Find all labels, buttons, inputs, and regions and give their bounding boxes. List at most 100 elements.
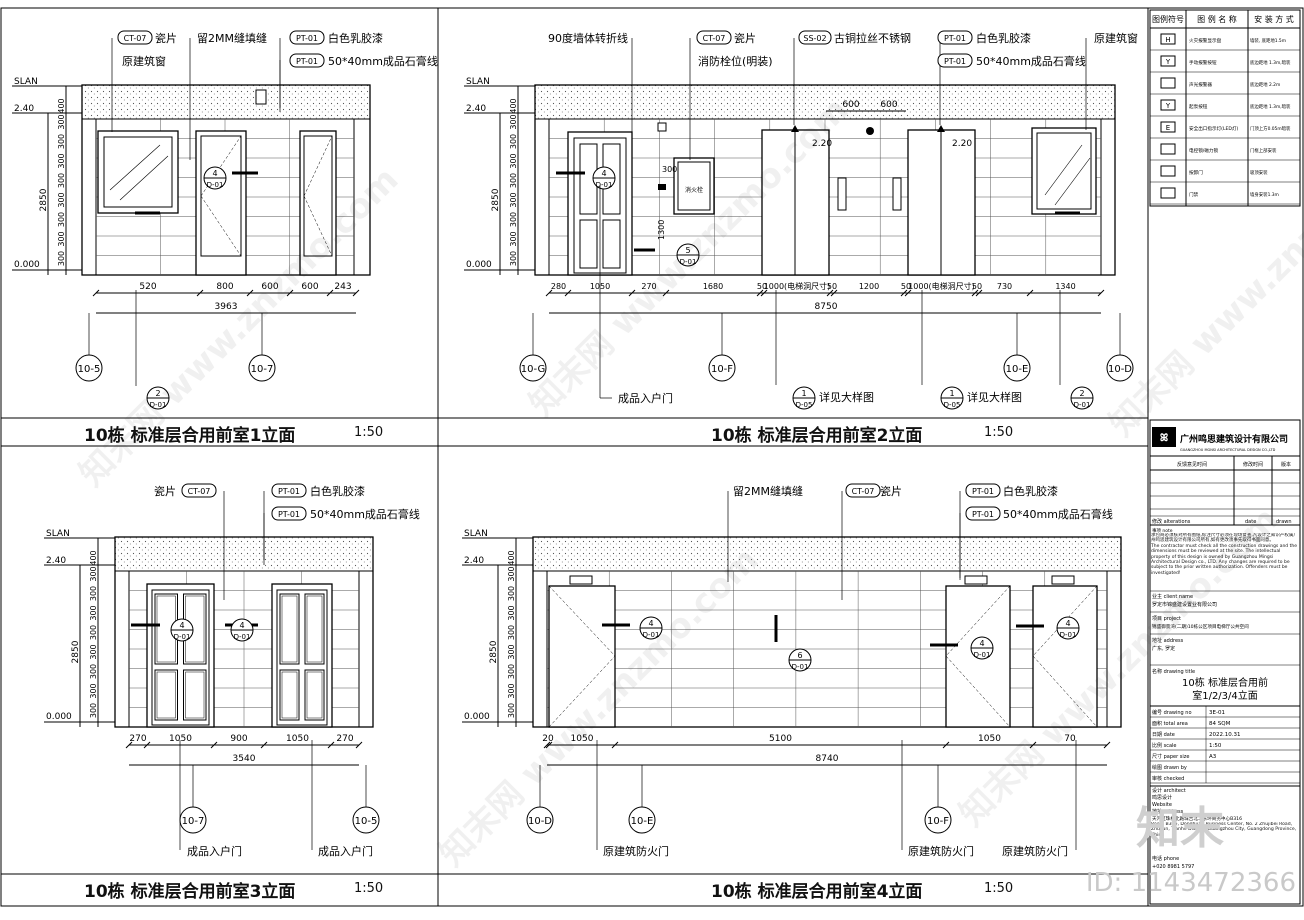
legend-row: 按卸门吸顶安装 (1150, 165, 1300, 183)
svg-text:项目 project: 项目 project (1152, 616, 1181, 622)
elevation-4: 4 D-01 6 D-01 4 D-01 4 D-01 留2MM缝填缝 (462, 483, 1122, 858)
svg-text:4: 4 (179, 621, 184, 630)
svg-text:天河区珠村北路珠吉北二东环商务中心B316: 天河区珠村北路珠吉北二东环商务中心B316 (1152, 815, 1242, 822)
material-tag: SS-02 古铜拉丝不锈钢 (798, 30, 911, 45)
svg-text:图 例 名 称: 图 例 名 称 (1197, 14, 1237, 24)
door-panel (299, 130, 337, 276)
section-symbol: 4 D-01 (230, 618, 254, 642)
note-cn: 承包商必须核对所有图纸,标注尺寸必须在现场复查,凡设计之知识产权属广州鸣思建筑设… (1151, 533, 1298, 544)
tile-dimension: 300 (507, 644, 516, 659)
svg-text:GUANGZHOU MGNSI ARCHITECTURAL: GUANGZHOU MGNSI ARCHITECTURAL DESIGN CO.… (1180, 448, 1276, 452)
tile-dimension: 300 (507, 703, 516, 718)
svg-text:广东, 罗定: 广东, 罗定 (1152, 645, 1175, 652)
tile-dimension: 300 (89, 566, 98, 581)
dimension-text: 5100 (769, 734, 792, 744)
note: 原建筑窗 (1094, 31, 1138, 45)
note: 成品入户门 (187, 844, 242, 858)
tile-dimension: 300 (507, 566, 516, 581)
elevation-2: 消火栓 2.20 2.20 4 D-01 5 D-01 (464, 30, 1138, 410)
svg-text:瓷片: 瓷片 (155, 31, 177, 45)
svg-text:drawn: drawn (1276, 519, 1292, 525)
svg-text:5: 5 (685, 246, 690, 255)
svg-text:PT-01: PT-01 (278, 487, 300, 496)
svg-text:Website: Website (1152, 802, 1172, 808)
svg-text:安 装 方 式: 安 装 方 式 (1254, 14, 1294, 24)
svg-text:门框上部安装: 门框上部安装 (1250, 147, 1277, 154)
dimension-text: 730 (997, 282, 1012, 291)
svg-text:CT-07: CT-07 (188, 487, 211, 496)
fire-door (548, 575, 630, 728)
svg-text:事项 note: 事项 note (1152, 527, 1173, 534)
svg-text:2022.10.31: 2022.10.31 (1209, 732, 1241, 738)
svg-text:D-01: D-01 (792, 663, 809, 671)
svg-text:电控锁/磁力锁: 电控锁/磁力锁 (1189, 147, 1219, 154)
watermark-logo: 知末 (1136, 803, 1224, 854)
svg-text:D-01: D-01 (234, 633, 251, 641)
svg-text:设计 architect: 设计 architect (1152, 787, 1186, 794)
svg-text:CT-07: CT-07 (852, 487, 875, 496)
svg-text:瓷片: 瓷片 (880, 484, 902, 498)
svg-text:古铜拉丝不锈钢: 古铜拉丝不锈钢 (834, 31, 911, 45)
svg-text:锦盛御景湾(二期)10栋公区项目电梯厅公共空间: 锦盛御景湾(二期)10栋公区项目电梯厅公共空间 (1152, 623, 1249, 630)
svg-text:10-G: 10-G (521, 364, 545, 375)
svg-text:D-05: D-05 (796, 401, 813, 409)
svg-text:PT-01: PT-01 (296, 34, 318, 43)
dimension-text: 1050 (286, 734, 309, 744)
svg-text:编号 drawing no: 编号 drawing no (1152, 709, 1192, 716)
section-symbol: 4 D-01 (170, 618, 194, 642)
section-symbol: 4 D-01 (639, 616, 663, 640)
svg-text:墙身安装1.3m: 墙身安装1.3m (1250, 191, 1279, 198)
svg-text:白色乳胶漆: 白色乳胶漆 (310, 484, 365, 498)
material-tag: PT-01 白色乳胶漆 (289, 30, 383, 45)
svg-text:墙装, 底距地1.5m: 墙装, 底距地1.5m (1250, 37, 1286, 44)
svg-text:D-01: D-01 (974, 651, 991, 659)
titleblock-field: 绘图 drawn by (1150, 761, 1300, 773)
image-id: ID: 1143472366 (1085, 868, 1296, 898)
svg-text:10-E: 10-E (1006, 364, 1029, 375)
svg-text:瓷片: 瓷片 (154, 484, 176, 498)
dimension-text: 600 (261, 282, 278, 292)
tile-dimension: 300 (89, 683, 98, 698)
svg-text:门顶上方0.05m暗装: 门顶上方0.05m暗装 (1250, 125, 1291, 132)
tile-dimension: 300 (509, 192, 518, 207)
dimension-text: 20 (542, 734, 554, 744)
material-tag: PT-01 50*40mm成品石膏线 (289, 53, 438, 68)
tile-dimension: 300 (57, 231, 66, 246)
tile-grid (547, 571, 1107, 727)
dimension-text: 600 (301, 282, 318, 292)
dimension-text: 70 (1064, 734, 1076, 744)
tile-dimension: 300 (57, 134, 66, 149)
detail-symbol: 2 D-01 (1070, 386, 1094, 410)
dimension-text: 1200 (859, 282, 879, 291)
svg-text:名称 drawing title: 名称 drawing title (1152, 668, 1195, 675)
svg-text:2.40: 2.40 (464, 556, 484, 566)
svg-text:SLAN: SLAN (464, 529, 488, 539)
tile-dimension: 300 (57, 114, 66, 129)
svg-text:PT-01: PT-01 (972, 487, 994, 496)
detail-symbol: 1 D-05 (792, 386, 816, 410)
svg-text:2.40: 2.40 (14, 104, 34, 114)
axis-bubble: 10-5 (75, 313, 103, 382)
svg-text:10-7: 10-7 (251, 364, 274, 375)
svg-text:3E-01: 3E-01 (1209, 710, 1225, 716)
dimension-text: 1050 (169, 734, 192, 744)
svg-text:ꕤ: ꕤ (1160, 432, 1168, 444)
legend-symbol-icon: E (1166, 124, 1170, 132)
svg-text:吸顶安装: 吸顶安装 (1250, 169, 1268, 176)
svg-text:10-F: 10-F (927, 816, 949, 827)
dimension-text: 1050 (978, 734, 1001, 744)
dimension-text: 520 (139, 282, 156, 292)
svg-text:审核 checked: 审核 checked (1152, 775, 1184, 782)
svg-text:火灾报警显示盘: 火灾报警显示盘 (1189, 37, 1222, 44)
dimension-text: 1000(电梯洞尺寸) (908, 281, 975, 291)
titleblock-field: 审核 checked (1150, 772, 1300, 784)
svg-text:D-05: D-05 (944, 401, 961, 409)
svg-text:地址 address: 地址 address (1152, 637, 1184, 644)
tile-dimension: 300 (89, 703, 98, 718)
total-dimension: 8740 (816, 754, 839, 764)
detail-symbol: 2 D-01 (135, 290, 170, 410)
level-marks: SLAN 2.40 0.000 2850 (462, 529, 533, 727)
